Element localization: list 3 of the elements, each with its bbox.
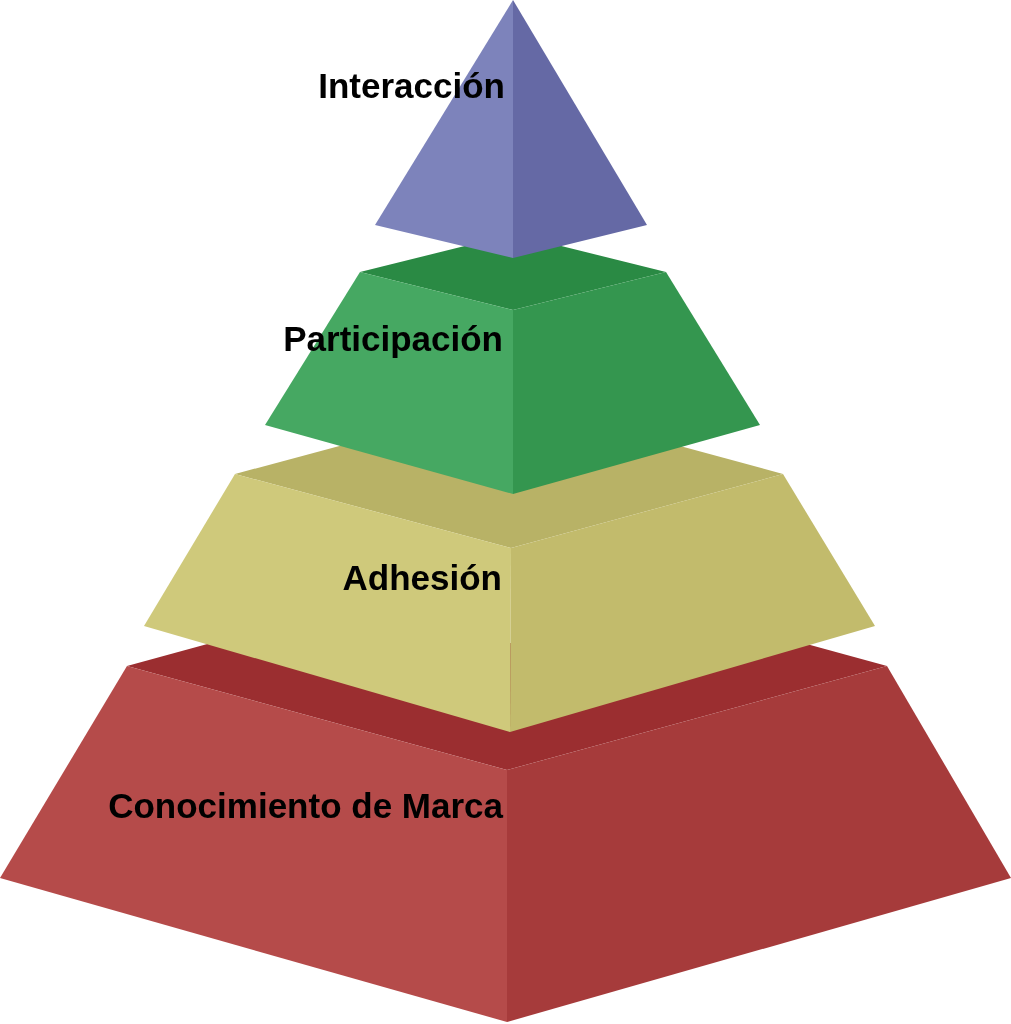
tier-label: Conocimiento de Marca xyxy=(108,786,503,826)
tier-label: Interacción xyxy=(318,66,505,106)
tier-label: Adhesión xyxy=(342,558,502,598)
